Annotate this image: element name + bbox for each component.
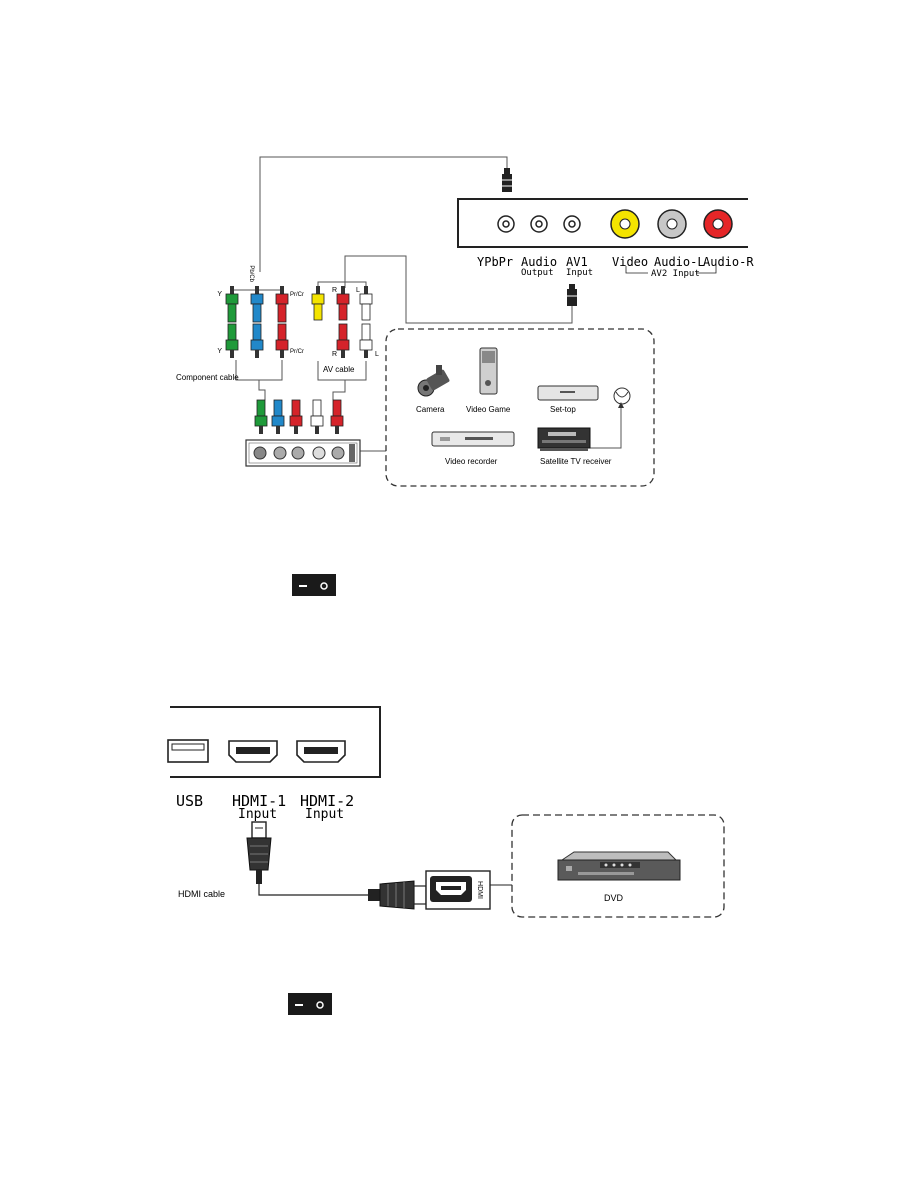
plug-pr-mid — [275, 323, 289, 358]
audio-l-port — [657, 209, 687, 239]
av-cable-label: AV cable — [323, 365, 355, 374]
plug-label-y-mid: Y — [217, 348, 222, 355]
plug-pr-top — [275, 286, 289, 323]
video-port — [610, 209, 640, 239]
plug-l-top — [359, 286, 373, 321]
plug-video-top — [311, 286, 325, 321]
component-plugs-mid: Y Pr/Cr — [217, 323, 304, 358]
dvd-hdmi-jack: HDMI — [425, 870, 491, 910]
usb-port — [167, 739, 209, 763]
plug-label-l-top: L — [356, 287, 360, 294]
plug-label-pb-top: Pb/Cb — [248, 265, 254, 282]
plug-pb-top — [250, 286, 264, 323]
component-plugs-top: Y Pb/Cb Pr/Cr — [217, 265, 304, 323]
plug-label-pr-top: Pr/Cr — [290, 292, 304, 298]
device-label-satellite-receiver: Satellite TV receiver — [540, 457, 612, 466]
plug-label-y-top: Y — [217, 291, 222, 298]
label-audio: Audio — [521, 255, 557, 269]
label-hdmi-1-input: Input — [238, 807, 277, 822]
av-wiring — [231, 156, 622, 452]
plug-label-r-mid: R — [332, 351, 337, 358]
plug-r-mid — [336, 323, 350, 358]
audio-jack-plug-lower — [567, 284, 577, 306]
hdmi-cable-label: HDMI cable — [178, 889, 225, 899]
dvd-player-icon — [557, 851, 681, 881]
label-audio-r: Audio-R — [703, 255, 754, 269]
label-av2-input: AV2 Input — [651, 269, 700, 279]
device-label-camera: Camera — [416, 405, 445, 414]
label-usb: USB — [176, 792, 203, 810]
switch-icon — [288, 993, 332, 1015]
satellite-dish-icon — [613, 387, 631, 408]
component-cable-label: Component cable — [176, 373, 239, 382]
device-side-plugs — [254, 399, 344, 434]
tv-hdmi-panel: USB HDMI-1 HDMI-2 Input Input — [167, 706, 381, 822]
label-video: Video — [612, 255, 648, 269]
plug-l-mid — [359, 323, 373, 358]
plug-label-l-mid: L — [375, 351, 379, 358]
hdmi-cable-plug-vertical — [246, 821, 272, 884]
tv-av-panel: YPbPr Audio AV1 Video Audio-L Audio-R Ou… — [457, 198, 754, 279]
label-hdmi-2-input: Input — [305, 807, 344, 822]
audio-output-port — [530, 215, 548, 233]
video-game-console-icon — [479, 347, 498, 395]
audio-jack-plug-top — [502, 168, 512, 192]
satellite-receiver-icon — [537, 427, 591, 451]
plug-label-r-top: R — [332, 287, 337, 294]
av-source-devices-box — [385, 328, 655, 487]
plug-r-top — [336, 286, 350, 321]
hdmi-2-port — [296, 740, 346, 763]
device-label-dvd: DVD — [604, 893, 624, 903]
label-output: Output — [521, 268, 554, 278]
label-hdmi-1: HDMI-1 — [232, 792, 286, 810]
device-label-video-recorder: Video recorder — [445, 457, 498, 466]
ypbpr-port — [497, 215, 515, 233]
camera-icon — [417, 365, 450, 397]
set-top-box-icon — [537, 385, 599, 401]
label-av1: AV1 — [566, 255, 588, 269]
switch-icon — [292, 574, 336, 596]
plug-label-pr-mid: Pr/Cr — [290, 349, 304, 355]
plug-y-top — [225, 286, 239, 323]
hdmi-1-port — [228, 740, 278, 763]
plug-y-mid — [225, 323, 239, 358]
label-hdmi-2: HDMI-2 — [300, 792, 354, 810]
av1-input-port — [563, 215, 581, 233]
dvd-device-box — [511, 814, 725, 918]
label-audio-l: Audio-L — [654, 255, 705, 269]
av-plugs-mid: R L — [332, 323, 379, 358]
label-input: Input — [566, 268, 593, 278]
av-plugs-top: R L — [311, 286, 373, 321]
hdmi-cable-wire — [258, 884, 370, 896]
hdmi-jack-label: HDMI — [476, 881, 483, 899]
hdmi-cable-plug-horizontal — [368, 880, 427, 910]
device-label-set-top: Set-top — [550, 405, 576, 414]
source-jack-panel — [245, 439, 361, 467]
video-recorder-icon — [431, 431, 515, 447]
plug-pb-mid — [250, 323, 264, 358]
device-label-video-game: Video Game — [466, 405, 511, 414]
label-ypbpr: YPbPr — [477, 255, 513, 269]
audio-r-port — [703, 209, 733, 239]
